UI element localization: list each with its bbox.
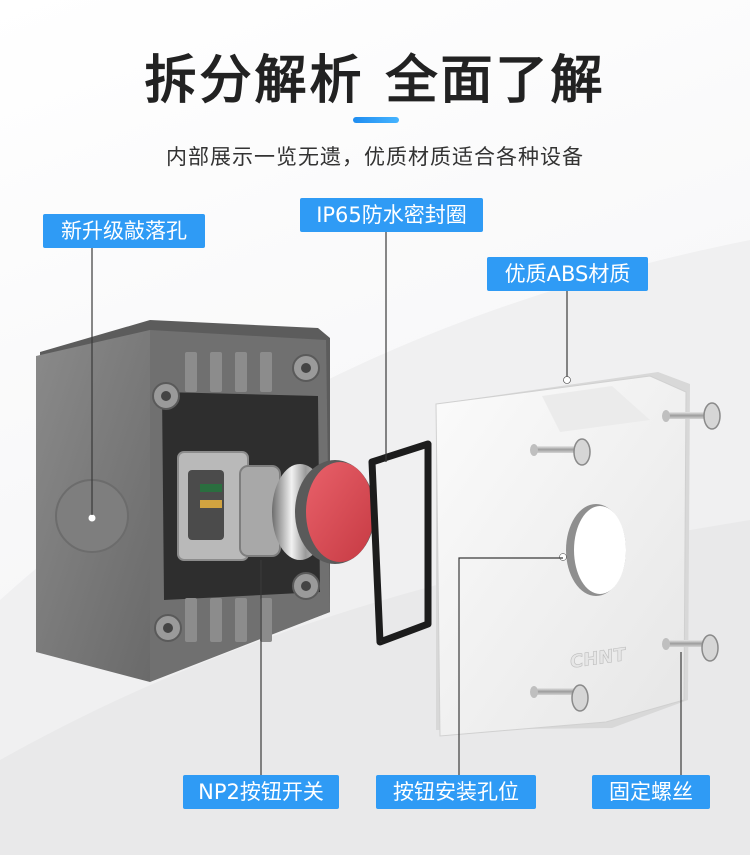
callout-leader-lines: [91, 230, 682, 775]
callout-screws: 固定螺丝: [592, 775, 710, 809]
callout-seal-ring: IP65防水密封圈: [300, 198, 483, 232]
callout-button-hole: 按钮安装孔位: [376, 775, 536, 809]
screw: [662, 634, 719, 662]
page-subtitle: 内部展示一览无遗，优质材质适合各种设备: [166, 145, 584, 169]
screw: [662, 402, 721, 430]
abs-cover: CHNT: [435, 372, 690, 737]
callout-np2-button: NP2按钮开关: [183, 775, 339, 809]
title-underline: [353, 117, 399, 123]
callout-knockout-hole: 新升级敲落孔: [43, 214, 205, 248]
screw: [530, 438, 591, 466]
screw: [530, 684, 589, 712]
seal-ring: [368, 440, 432, 646]
page-title: 拆分解析 全面了解: [144, 51, 606, 111]
fixing-screws: [530, 402, 721, 712]
np2-button-switch: [177, 451, 375, 564]
callout-abs-material: 优质ABS材质: [487, 257, 648, 291]
